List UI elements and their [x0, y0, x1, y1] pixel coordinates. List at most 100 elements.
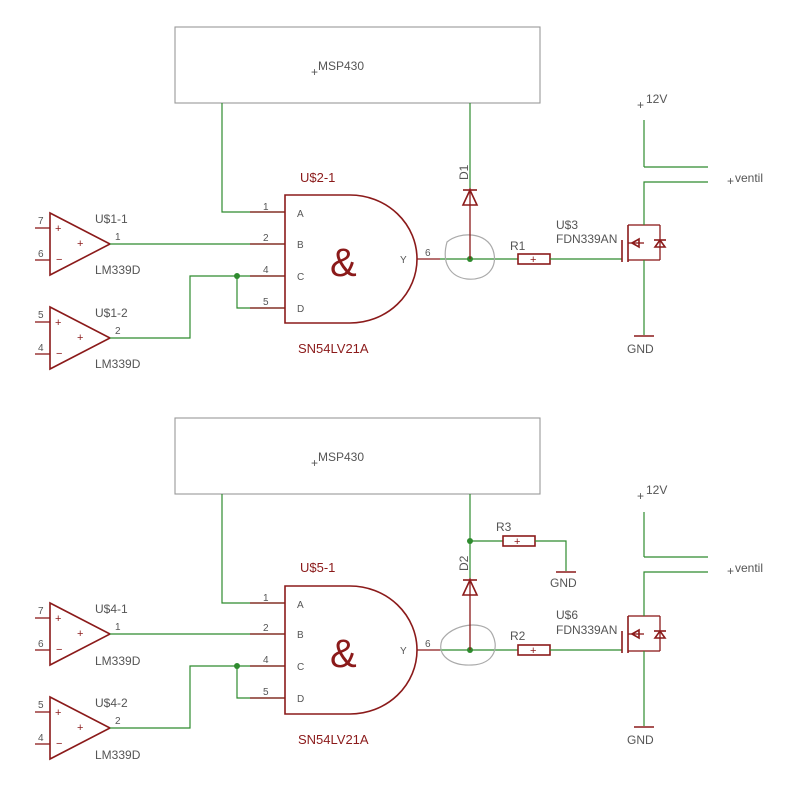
ground-label: GND — [550, 576, 577, 590]
gate-name: U$5-1 — [300, 560, 335, 575]
comparator-1: + − + 7 6 1 U$1-1 LM339D — [35, 211, 141, 277]
diode: D1 — [457, 164, 479, 259]
diode-label: D2 — [457, 555, 471, 571]
pin-number: 1 — [263, 202, 269, 213]
pin-number: 7 — [38, 606, 44, 617]
pin-number: 5 — [38, 700, 44, 711]
highlight-circle — [444, 234, 495, 280]
svg-text:−: − — [56, 254, 62, 266]
pin-label: B — [297, 240, 304, 251]
pin-number: 2 — [115, 326, 121, 337]
and-gate: 1 2 4 5 6 A B C D Y & U$2-1 SN54LV21A — [250, 170, 440, 356]
svg-text:+: + — [530, 645, 536, 657]
pin-c-d-bridge — [236, 666, 285, 699]
comparator-1-name: U$1-1 — [95, 212, 128, 226]
comp2-out-wire — [110, 665, 285, 729]
comparator-1-symbol — [49, 601, 112, 667]
mcu-to-gate-wire — [221, 494, 285, 604]
diode-label: D1 — [457, 164, 471, 180]
svg-text:+: + — [77, 628, 83, 640]
resistor: + R1 — [510, 239, 551, 266]
pin-label: A — [297, 600, 304, 611]
pin-number: 4 — [263, 265, 269, 276]
bottom-circuit: MSP430 + + R3 GND + − + 7 6 1 U$4-1 LM33… — [35, 417, 763, 762]
resistor-label: R1 — [510, 239, 526, 253]
supply-label: 12V — [646, 483, 667, 497]
pin-number: 1 — [115, 232, 121, 243]
comparator-2-value: LM339D — [95, 357, 141, 371]
comparator-2-symbol — [49, 305, 112, 371]
comparator-1-value: LM339D — [95, 263, 141, 277]
pin-c-d-bridge — [236, 276, 285, 309]
svg-text:+: + — [530, 254, 536, 266]
pin-number: 6 — [38, 249, 44, 260]
pin-number: 4 — [38, 343, 44, 354]
comparator-2-symbol — [49, 695, 112, 761]
comparator-2-value: LM339D — [95, 748, 141, 762]
gate-value: SN54LV21A — [298, 732, 369, 747]
and-gate: 1 2 4 5 6 A B C D Y & U$5-1 SN54LV21A — [250, 560, 440, 747]
svg-text:+: + — [727, 564, 734, 578]
mcu-box — [174, 417, 541, 495]
comp2-out-wire — [110, 275, 285, 339]
net-label: ventil — [735, 561, 763, 575]
svg-text:+: + — [55, 223, 61, 235]
pin-number: 4 — [38, 733, 44, 744]
pin-number: 7 — [38, 216, 44, 227]
svg-text:+: + — [727, 174, 734, 188]
pin-number: 5 — [263, 297, 269, 308]
junction-dot — [234, 663, 240, 669]
ground-label: GND — [627, 342, 654, 356]
mcu-to-gate-wire — [221, 103, 285, 213]
pin-number: 2 — [263, 233, 269, 244]
pin-number: 5 — [38, 310, 44, 321]
and-gate-body — [284, 585, 418, 715]
svg-text:+: + — [514, 536, 520, 548]
comparator-2: + − + 5 4 2 U$4-2 LM339D — [35, 695, 141, 762]
origin-mark: + — [311, 65, 318, 79]
ground-label: GND — [627, 733, 654, 747]
and-gate-body — [284, 194, 418, 324]
pin-number: 1 — [115, 622, 121, 633]
mosfet-name: U$6 — [556, 608, 578, 622]
pin-label: Y — [400, 255, 407, 266]
svg-text:+: + — [77, 332, 83, 344]
comparator-2-name: U$1-2 — [95, 306, 128, 320]
comparator-2: + − + 5 4 2 U$1-2 LM339D — [35, 305, 141, 371]
svg-text:−: − — [56, 348, 62, 360]
resistor: + R2 — [510, 629, 551, 657]
pin-number: 6 — [38, 639, 44, 650]
pin-label: D — [297, 304, 304, 315]
pin-number: 5 — [263, 687, 269, 698]
supply-label: 12V — [646, 92, 667, 106]
pin-label: D — [297, 694, 304, 705]
resistor-extra: + R3 GND — [470, 520, 577, 590]
mosfet: U$6 FDN339AN — [556, 608, 667, 653]
diode: D2 — [457, 555, 479, 650]
gate-name: U$2-1 — [300, 170, 335, 185]
svg-text:+: + — [55, 317, 61, 329]
mosfet-value: FDN339AN — [556, 232, 617, 246]
resistor-extra-label: R3 — [496, 520, 512, 534]
drain-wire — [643, 571, 708, 616]
pin-label: B — [297, 630, 304, 641]
comparator-1-symbol — [49, 211, 112, 277]
and-symbol: & — [330, 632, 357, 676]
drain-wire — [643, 181, 708, 225]
pin-label: C — [297, 662, 304, 673]
svg-text:−: − — [56, 644, 62, 656]
mosfet-name: U$3 — [556, 218, 578, 232]
mcu-box — [174, 26, 541, 104]
pin-number: 4 — [263, 655, 269, 666]
pin-number: 6 — [425, 248, 431, 259]
pin-label: Y — [400, 646, 407, 657]
mcu-label: MSP430 — [318, 450, 364, 464]
resistor-label: R2 — [510, 629, 526, 643]
svg-text:+: + — [77, 722, 83, 734]
gate-value: SN54LV21A — [298, 341, 369, 356]
svg-text:−: − — [56, 738, 62, 750]
top-circuit: MSP430 + + − + 7 6 1 U$1-1 LM339D + − + — [35, 26, 763, 371]
mcu-label: MSP430 — [318, 59, 364, 73]
pin-number: 2 — [115, 716, 121, 727]
and-symbol: & — [330, 241, 357, 285]
